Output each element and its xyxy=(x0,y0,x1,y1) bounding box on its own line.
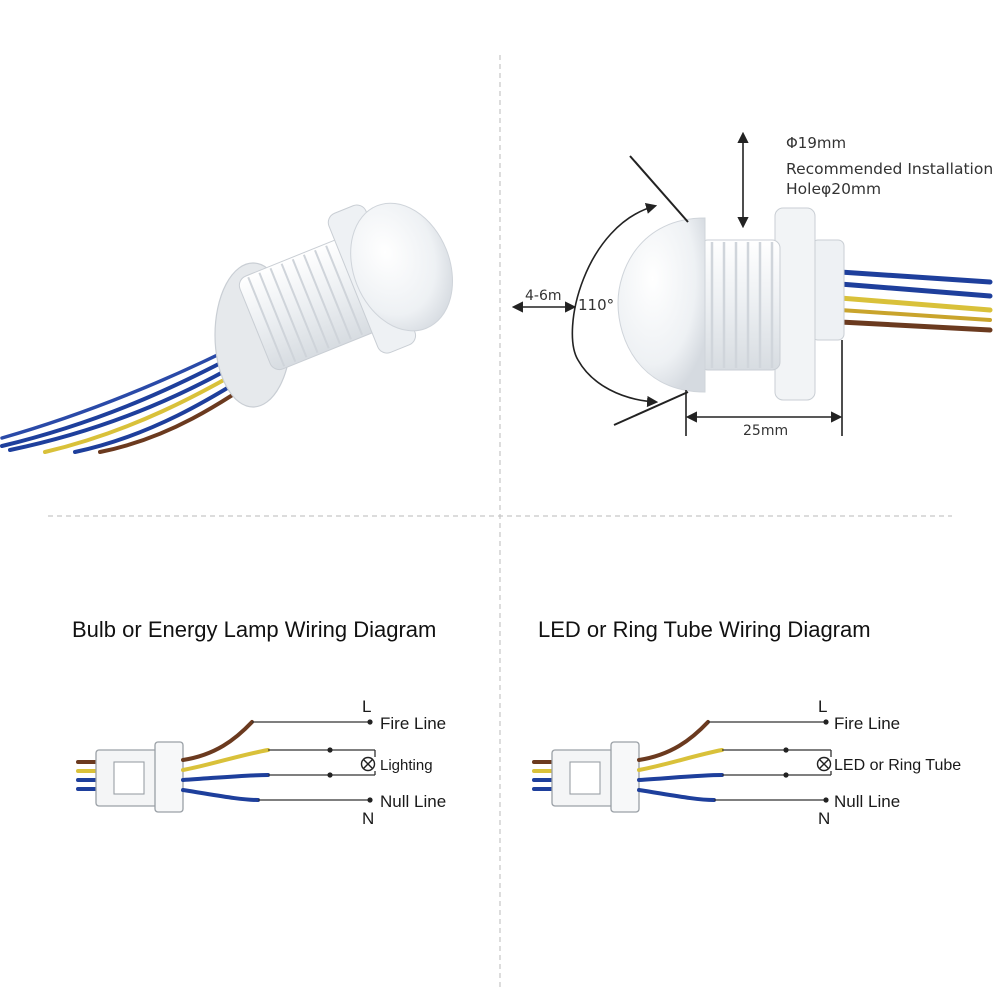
load-label: LED or Ring Tube xyxy=(834,757,961,774)
dimension-lines xyxy=(511,131,843,436)
label-N: N xyxy=(362,809,374,828)
diameter-label: Φ19mm xyxy=(786,134,846,152)
null-line-label: Null Line xyxy=(834,792,900,811)
recommended-line1: Recommended Installation xyxy=(786,160,993,178)
fire-line-label: Fire Line xyxy=(834,714,900,733)
lamp-symbol-icon xyxy=(360,756,376,772)
wire-connector-icon xyxy=(95,741,184,813)
wiring-diagram-led: LED or Ring Tube Wiring Diagram xyxy=(532,617,961,828)
diagram-title: Bulb or Energy Lamp Wiring Diagram xyxy=(72,617,436,642)
dimension-labels: Φ19mm Recommended Installation Holeφ20mm… xyxy=(525,134,993,439)
angle-label: 110° xyxy=(578,296,614,314)
length-label: 25mm xyxy=(743,423,788,439)
pir-sensor-side-view xyxy=(617,207,993,401)
label-L: L xyxy=(818,697,827,716)
range-label: 4-6m xyxy=(525,288,562,304)
wire-connector-icon xyxy=(551,741,640,813)
diagram-title: LED or Ring Tube Wiring Diagram xyxy=(538,617,871,642)
lamp-symbol-icon xyxy=(816,756,832,772)
load-label: Lighting xyxy=(380,757,433,774)
recommended-line2: Holeφ20mm xyxy=(786,180,881,198)
pir-sensor-photo xyxy=(0,202,454,454)
label-N: N xyxy=(818,809,830,828)
label-L: L xyxy=(362,697,371,716)
fire-line-label: Fire Line xyxy=(380,714,446,733)
divider-lines xyxy=(48,55,952,990)
wiring-diagram-bulb: Bulb or Energy Lamp Wiring Diagram xyxy=(72,617,446,828)
null-line-label: Null Line xyxy=(380,792,446,811)
